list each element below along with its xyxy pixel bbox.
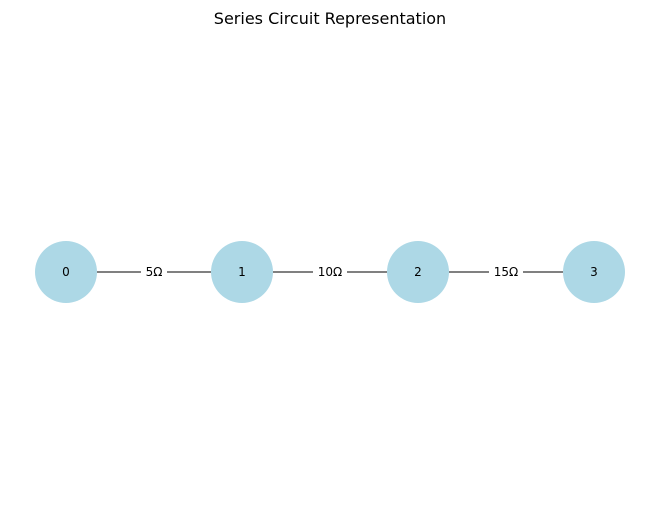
circuit-node [563, 241, 625, 303]
edges-layer: 5Ω 10Ω 15Ω [97, 263, 563, 281]
edge-resistance-label: 15Ω [494, 265, 518, 279]
nodes-layer: 0 1 2 3 [35, 241, 625, 303]
edge-label-background [313, 263, 347, 281]
node-label: 1 [238, 265, 246, 279]
edge-resistance-label: 10Ω [318, 265, 342, 279]
edge-resistance-label: 5Ω [146, 265, 163, 279]
circuit-node [35, 241, 97, 303]
circuit-node [211, 241, 273, 303]
edge-label-background [489, 263, 523, 281]
node-label: 3 [590, 265, 598, 279]
node-label: 0 [62, 265, 70, 279]
node-label: 2 [414, 265, 422, 279]
diagram-title: Series Circuit Representation [214, 9, 446, 28]
edge-label-background [141, 263, 167, 281]
circuit-node [387, 241, 449, 303]
